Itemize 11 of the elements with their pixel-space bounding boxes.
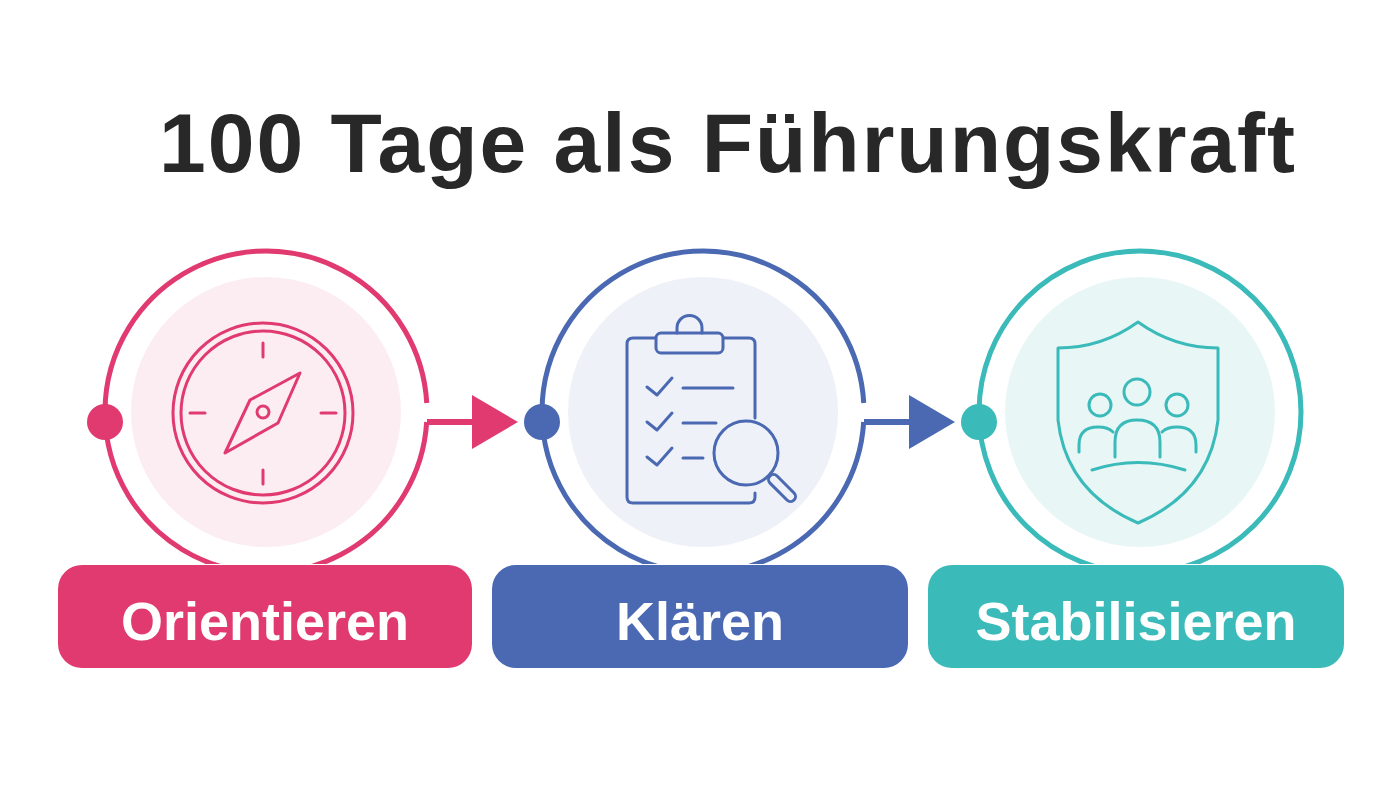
stage-name: Orientieren xyxy=(120,593,410,648)
stage-label-bar xyxy=(928,565,1344,668)
arrow xyxy=(864,395,955,449)
stage-name: Klären xyxy=(615,593,785,648)
step-circle xyxy=(961,247,1305,564)
stage-name: Stabilisieren xyxy=(975,593,1297,648)
arrow xyxy=(427,395,518,449)
step-circle xyxy=(87,247,431,564)
stage-label-bar xyxy=(492,565,908,668)
stage-label-bar xyxy=(58,565,472,668)
step-circle xyxy=(524,247,868,564)
